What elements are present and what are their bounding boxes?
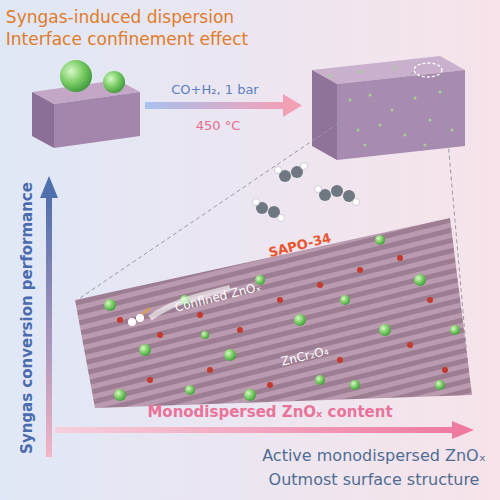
text-label: Monodispersed ZnOₓ content <box>147 404 392 421</box>
axis-arrow <box>40 176 58 457</box>
text-label: Interface confinement effect <box>6 30 248 50</box>
surface-illustration <box>75 218 472 408</box>
text-label: Outmost surface structure <box>269 471 480 489</box>
olefin-molecule <box>253 163 360 222</box>
axis-arrow <box>55 421 474 439</box>
text-label: 450 °C <box>196 119 241 134</box>
text-label: Syngas-induced dispersion <box>6 8 234 28</box>
text-label: Syngas conversion performance <box>19 182 36 454</box>
process-arrow <box>145 94 302 117</box>
dispersed-block <box>312 56 465 160</box>
text-label: Active monodispersed ZnOₓ <box>262 447 486 465</box>
text-label: CO+H₂, 1 bar <box>171 83 258 98</box>
catalyst-block <box>32 60 140 148</box>
